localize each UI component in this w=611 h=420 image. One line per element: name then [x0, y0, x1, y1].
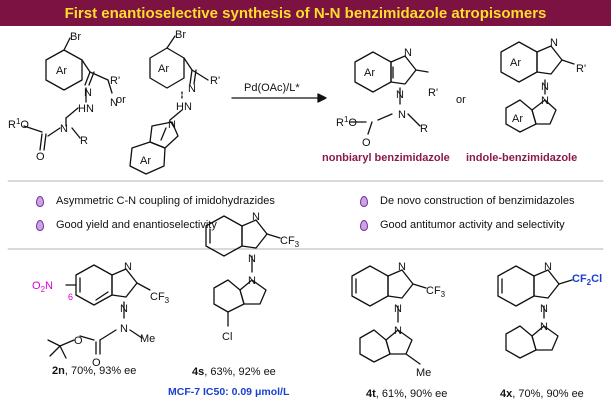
atom-label-n: N [120, 323, 128, 335]
atom-label-h: N [110, 97, 118, 109]
cf3-label: CF3 [150, 291, 170, 305]
atom-label-me: Me [140, 333, 155, 345]
atom-label-r1: R1O [8, 117, 29, 131]
atom-label-n: N [541, 81, 549, 93]
atom-label-r: R [80, 135, 88, 147]
atom-label-o: O [36, 151, 45, 163]
example-yield-ee: , 63%, 92% ee [204, 366, 276, 378]
atom-label-n: N [540, 303, 548, 315]
atom-label-o: O [74, 335, 83, 347]
atom-label-me: Me [416, 367, 431, 379]
or-label-2: or [456, 94, 466, 106]
example-yield-ee: , 70%, 90% ee [512, 388, 584, 400]
reaction-arrow [231, 93, 327, 103]
bullet-text: Good yield and enantioselectivity [56, 219, 217, 231]
atom-label-ar: Ar [56, 65, 67, 77]
bullet-item: Good antitumor activity and selectivity [360, 219, 565, 231]
substrate-1-structure [23, 37, 113, 151]
bullet-dot-icon [360, 219, 368, 231]
cf2cl-label: CF2Cl [572, 273, 602, 287]
scheme-title: First enantioselective synthesis of N-N … [64, 4, 547, 22]
or-label-1: or [116, 94, 126, 106]
example-4s-caption: 4s, 63%, 92% ee [192, 366, 276, 378]
atom-label-n: N [248, 275, 256, 287]
atom-label-ar: Ar [158, 63, 169, 75]
atom-label-r-prime: R' [428, 87, 438, 99]
atom-label-h: HN [78, 103, 94, 115]
example-4t-caption: 4t, 61%, 90% ee [366, 388, 447, 400]
bullet-text: De novo construction of benzimidazoles [380, 195, 575, 207]
example-yield-ee: , 70%, 93% ee [64, 365, 137, 377]
atom-label-n: N [124, 261, 132, 273]
scheme-title-banner: First enantioselective synthesis of N-N … [0, 0, 611, 26]
atom-label-r-prime: R' [110, 75, 120, 87]
atom-label-n: N [394, 303, 402, 315]
atom-label-n: N [188, 83, 196, 95]
bullet-text: Good antitumor activity and selectivity [380, 219, 565, 231]
cf3-label: CF3 [280, 235, 300, 249]
atom-label-r-prime: R' [210, 75, 220, 87]
cf3-label: CF3 [426, 285, 446, 299]
atom-label-r-prime: R' [576, 63, 586, 75]
product-1-label: nonbiaryl benzimidazole [322, 152, 450, 164]
atom-label-n: N [120, 303, 128, 315]
example-2n-structure [47, 264, 151, 359]
position-6-label: 6 [68, 292, 73, 302]
example-4x-caption: 4x, 70%, 90% ee [500, 388, 584, 400]
example-4s-structure [205, 215, 281, 327]
atom-label-r: R [420, 123, 428, 135]
nitro-label: O2N [32, 280, 53, 294]
atom-label-n: N [398, 261, 406, 273]
atom-label-cl: Cl [222, 331, 232, 343]
atom-label-ar: Ar [364, 67, 375, 79]
atom-label-n: N [540, 321, 548, 333]
example-id: 4t [366, 388, 376, 400]
atom-label-n: N [396, 89, 404, 101]
bullet-item: Asymmetric C-N coupling of imidohydrazid… [36, 195, 275, 207]
bullet-dot-icon [36, 195, 44, 207]
product-2-label: indole-benzimidazole [466, 152, 578, 164]
atom-label-n: N [60, 123, 68, 135]
product-1-structure [349, 51, 429, 135]
substrate-2-structure [129, 35, 209, 175]
atom-label-o: O [362, 137, 371, 149]
atom-label-n: N [252, 211, 260, 223]
atom-label-br: Br [175, 29, 186, 41]
example-id: 4x [500, 388, 513, 400]
atom-label-n: N [394, 325, 402, 337]
atom-label-ar: Ar [512, 113, 523, 125]
atom-label-n: N [398, 109, 406, 121]
atom-label-n: N [404, 47, 412, 59]
activity-note: MCF-7 IC50: 0.09 μmol/L [168, 386, 290, 398]
atom-label-n: N [84, 87, 92, 99]
bullet-item: De novo construction of benzimidazoles [360, 195, 574, 207]
atom-label-ar: Ar [510, 57, 521, 69]
atom-label-n: N [541, 95, 549, 107]
atom-label-h: HN [176, 101, 192, 113]
atom-label-n: N [248, 253, 256, 265]
product-2-structure [500, 41, 575, 133]
atom-label-ar: Ar [140, 155, 151, 167]
atom-label-r1: R1O [336, 115, 357, 129]
bullet-dot-icon [36, 219, 44, 231]
bullet-dot-icon [360, 195, 368, 207]
example-2n-caption: 2n, 70%, 93% ee [52, 365, 136, 377]
example-4t-structure [351, 265, 427, 365]
atom-label-n: N [544, 261, 552, 273]
atom-label-n: N [550, 37, 558, 49]
example-id: 4s [192, 366, 205, 378]
bullet-item: Good yield and enantioselectivity [36, 219, 217, 231]
bullet-text: Asymmetric C-N coupling of imidohydrazid… [56, 195, 275, 207]
atom-label-o: O [92, 357, 101, 369]
example-4x-structure [497, 265, 573, 359]
example-id: 2n [52, 365, 65, 377]
example-yield-ee: , 61%, 90% ee [375, 388, 448, 400]
atom-label-br: Br [70, 31, 81, 43]
atom-label-n: N [168, 119, 176, 131]
reaction-conditions: Pd(OAc)/L* [244, 82, 300, 94]
